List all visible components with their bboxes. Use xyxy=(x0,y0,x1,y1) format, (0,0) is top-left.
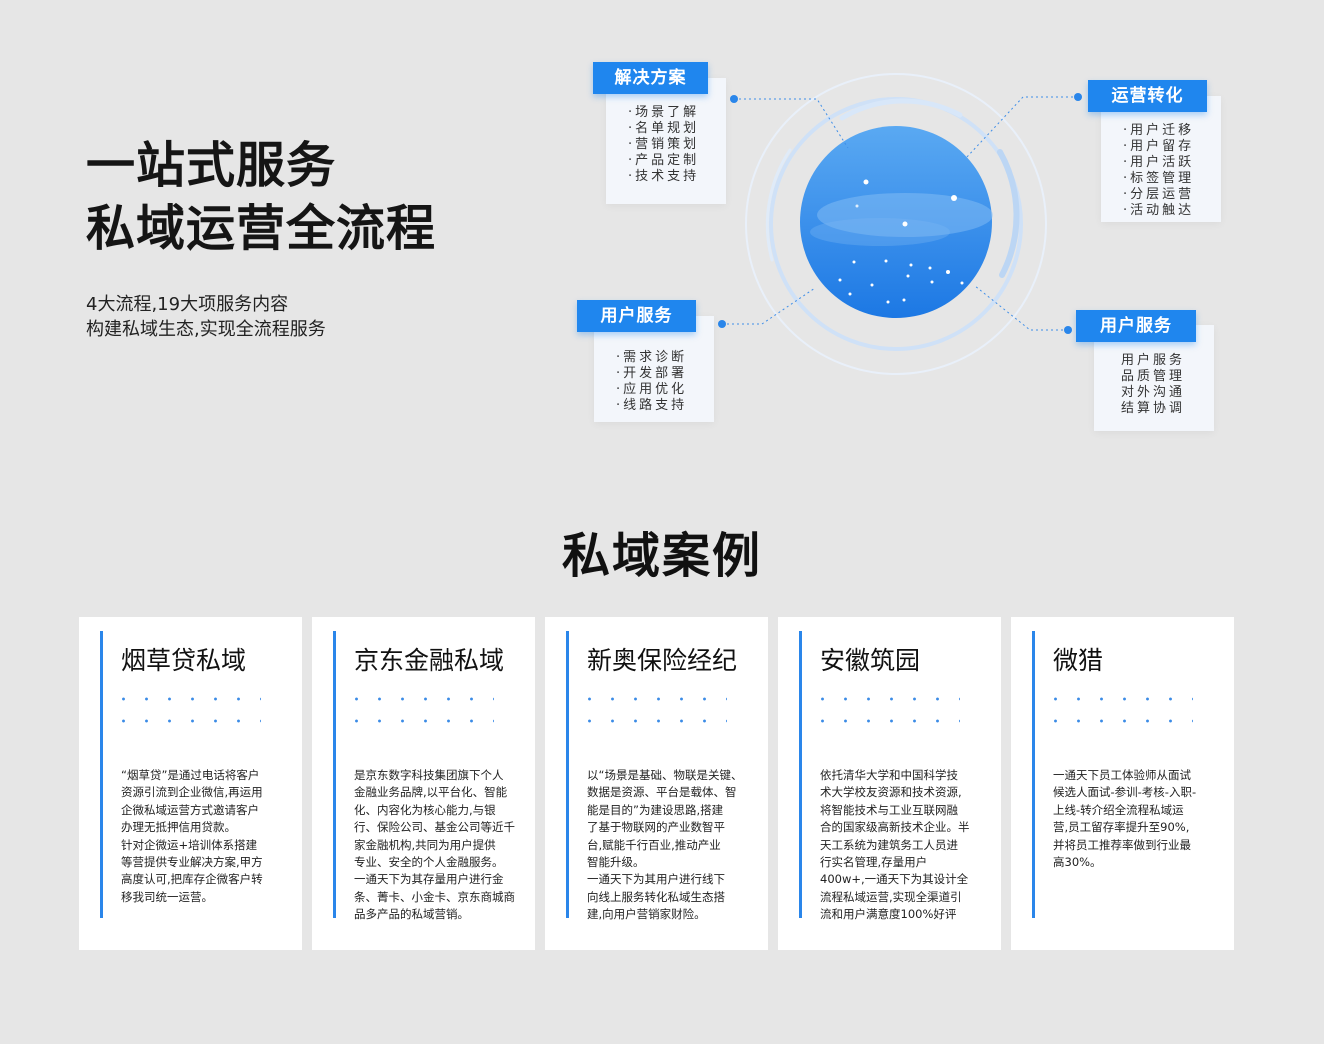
hero-title-line2: 私域运营全流程 xyxy=(86,200,437,257)
sphere-cloud xyxy=(817,193,993,237)
connector-lines xyxy=(722,96,1078,331)
ring-arc-right xyxy=(997,149,1020,278)
case-card-row: 烟草贷私域 “烟草贷”是通过电话将客户 资源引流到企业微信,再运用 企微私域运营… xyxy=(79,617,1234,950)
case-description: 一通天下员工体验师从面试 候选人面试-参训-考核-入职- 上线-转介绍全流程私域… xyxy=(1053,768,1197,870)
case-title: 烟草贷私域 xyxy=(121,646,247,675)
case-title: 安徽筑园 xyxy=(820,646,921,675)
hero-title-line1: 一站式服务 xyxy=(86,137,337,194)
sphere xyxy=(800,126,992,318)
list-item: ·开发部署 xyxy=(616,366,688,381)
case-dot-pattern xyxy=(354,697,494,741)
case-description: 以“场景是基础、物联是关键、 数据是资源、平台是载体、智 能是目的”为建设思路,… xyxy=(587,768,743,922)
connector-solution xyxy=(734,98,849,149)
process-card-solution-list: ·场景了解 ·名单规划 ·营销策划 ·产品定制 ·技术支持 xyxy=(628,105,699,185)
case-dot-pattern xyxy=(820,697,960,741)
case-accent-bar xyxy=(100,631,103,918)
case-description: “烟草贷”是通过电话将客户 资源引流到企业微信,再运用 企微私域运营方式邀请客户… xyxy=(121,768,263,904)
list-item: ·技术支持 xyxy=(628,169,700,184)
list-item: ·营销策划 xyxy=(628,137,700,152)
case-dot-pattern xyxy=(587,697,727,741)
list-item: ·产品定制 xyxy=(628,153,700,168)
case-card-xinao-insurance: 新奥保险经纪 以“场景是基础、物联是关键、 数据是资源、平台是载体、智 能是目的… xyxy=(545,617,768,950)
ring-arc-top xyxy=(839,98,963,121)
process-card-solution: ·场景了解 ·名单规划 ·营销策划 ·产品定制 ·技术支持 xyxy=(606,78,726,204)
process-card-operation-list: ·用户迁移 ·用户留存 ·用户活跃 ·标签管理 ·分层运营 ·活动触达 xyxy=(1123,123,1194,219)
list-item: ·线路支持 xyxy=(616,398,688,413)
hero-subtitle-line2: 构建私域生态,实现全流程服务 xyxy=(86,319,326,340)
case-description: 依托清华大学和中国科学技 术大学校友资源和技术资源, 将智能技术与工业互联网融 … xyxy=(820,768,970,922)
hero-subtitle: 4大流程,19大项服务内容 构建私域生态,实现全流程服务 xyxy=(86,292,326,342)
process-card-operation: ·用户迁移 ·用户留存 ·用户活跃 ·标签管理 ·分层运营 ·活动触达 xyxy=(1101,96,1221,222)
connector-operation xyxy=(965,96,1078,159)
process-card-user-service-list: ·需求诊断 ·开发部署 ·应用优化 ·线路支持 xyxy=(616,350,687,414)
process-badge-user-service: 用户服务 xyxy=(577,300,696,332)
list-item: 对外沟通 xyxy=(1121,385,1186,400)
cases-heading: 私域案例 xyxy=(561,528,762,584)
list-item: ·名单规划 xyxy=(628,121,700,136)
sphere-sparkles xyxy=(838,179,964,304)
case-title: 微猎 xyxy=(1053,646,1104,675)
list-item: 用户服务 xyxy=(1121,353,1186,368)
outer-ring xyxy=(745,73,1047,375)
case-accent-bar xyxy=(566,631,569,918)
service-orbit-illustration xyxy=(718,73,1082,375)
list-item: ·用户留存 xyxy=(1123,139,1195,154)
case-dot-pattern xyxy=(1053,697,1193,741)
process-card-user-service: ·需求诊断 ·开发部署 ·应用优化 ·线路支持 xyxy=(594,316,714,422)
list-item: ·活动触达 xyxy=(1123,203,1195,218)
sphere-cloud-lower xyxy=(810,218,950,246)
case-card-tobacco-loan: 烟草贷私域 “烟草贷”是通过电话将客户 资源引流到企业微信,再运用 企微私域运营… xyxy=(79,617,302,950)
list-item: ·场景了解 xyxy=(628,105,700,120)
list-item: ·需求诊断 xyxy=(616,350,688,365)
connector-dots xyxy=(718,93,1082,334)
case-card-anhui-zhuyuan: 安徽筑园 依托清华大学和中国科学技 术大学校友资源和技术资源, 将智能技术与工业… xyxy=(778,617,1001,950)
case-dot-pattern xyxy=(121,697,261,741)
case-accent-bar xyxy=(333,631,336,918)
list-item: 结算协调 xyxy=(1121,401,1186,416)
case-card-weilie: 微猎 一通天下员工体验师从面试 候选人面试-参训-考核-入职- 上线-转介绍全流… xyxy=(1011,617,1234,950)
case-title: 新奥保险经纪 xyxy=(587,646,738,675)
list-item: ·标签管理 xyxy=(1123,171,1195,186)
hero-subtitle-line1: 4大流程,19大项服务内容 xyxy=(86,294,289,315)
case-accent-bar xyxy=(799,631,802,918)
case-card-jd-finance: 京东金融私域 是京东数字科技集团旗下个人 金融业务品牌,以平台化、智能 化、内容… xyxy=(312,617,535,950)
process-badge-solution: 解决方案 xyxy=(593,62,708,94)
process-badge-user-service-right: 用户服务 xyxy=(1076,310,1196,342)
ring-arc-left xyxy=(765,148,792,262)
list-item: ·用户活跃 xyxy=(1123,155,1195,170)
list-item: 品质管理 xyxy=(1121,369,1186,384)
list-item: ·应用优化 xyxy=(616,382,688,397)
process-card-user-service-right-list: 用户服务 品质管理 对外沟通 结算协调 xyxy=(1121,353,1185,417)
case-title: 京东金融私域 xyxy=(354,646,505,675)
list-item: ·分层运营 xyxy=(1123,187,1195,202)
case-description: 是京东数字科技集团旗下个人 金融业务品牌,以平台化、智能 化、内容化为核心能力,… xyxy=(354,768,515,922)
connector-user-service xyxy=(722,287,816,325)
process-card-user-service-right: 用户服务 品质管理 对外沟通 结算协调 xyxy=(1094,325,1214,431)
list-item: ·用户迁移 xyxy=(1123,123,1195,138)
process-badge-operation: 运营转化 xyxy=(1088,80,1207,112)
hero-title: 一站式服务 私域运营全流程 xyxy=(86,134,436,260)
case-accent-bar xyxy=(1032,631,1035,918)
